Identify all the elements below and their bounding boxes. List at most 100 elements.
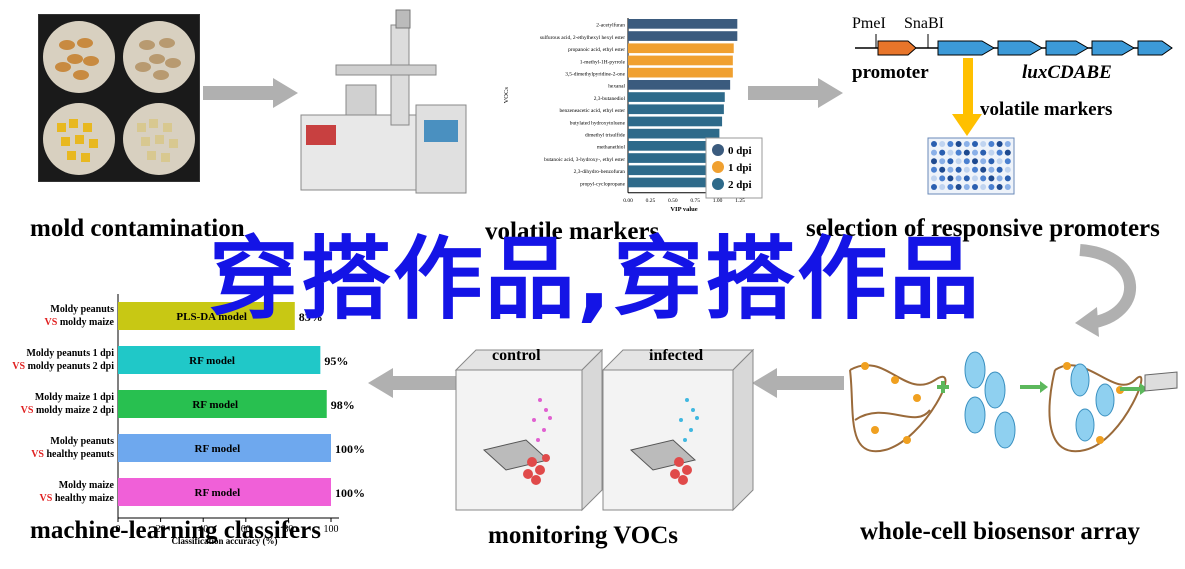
voc-category-label: butylated hydroxytoluene	[570, 120, 626, 126]
well	[972, 141, 978, 147]
clf-tick-label: 100	[324, 524, 339, 535]
well	[972, 184, 978, 190]
clf-value-label: 98%	[331, 398, 355, 412]
clf-category-line1: Moldy maize 1 dpi	[35, 392, 114, 403]
voc-bar	[628, 116, 723, 127]
clf-xlabel: Classification accuracy (%)	[172, 536, 278, 546]
clf-category-line2: VS healthy maize	[40, 493, 115, 504]
well	[980, 175, 987, 182]
clf-model-label: RF model	[195, 443, 241, 455]
luxcdabe-label: luxCDABE	[1022, 62, 1112, 83]
well	[972, 158, 978, 165]
well	[972, 166, 978, 173]
well	[963, 158, 970, 165]
clf-tick-label: 80	[283, 524, 293, 535]
well	[972, 175, 978, 182]
clf-value-label: 100%	[335, 442, 365, 456]
voc-legend-label: 0 dpi	[728, 145, 752, 157]
well	[947, 149, 954, 156]
well	[988, 184, 995, 190]
clf-category-line1: Moldy peanuts 1 dpi	[26, 348, 114, 359]
clf-bar	[118, 346, 321, 374]
clf-model-label: RF model	[195, 487, 241, 499]
clf-model-label: RF model	[192, 399, 238, 411]
clf-bar	[118, 434, 331, 462]
voc-tick-label: 0.25	[646, 198, 656, 204]
well	[955, 158, 962, 165]
well	[963, 149, 970, 156]
petri-dish-illustration	[43, 21, 195, 175]
well	[931, 158, 937, 165]
snabi-label: SnaBI	[904, 15, 944, 32]
well	[1004, 184, 1011, 190]
well	[947, 184, 954, 190]
voc-category-label: methanethiol	[597, 145, 626, 151]
well	[963, 184, 970, 190]
voc-bar	[628, 177, 710, 188]
well	[931, 166, 937, 173]
clf-value-label: 100%	[335, 486, 365, 500]
well	[931, 149, 937, 156]
well	[939, 166, 946, 173]
well	[996, 175, 1003, 182]
well	[939, 141, 946, 147]
well-plate-icon	[927, 137, 1015, 195]
well	[988, 141, 995, 147]
voc-legend-swatch	[712, 144, 724, 156]
well	[972, 149, 978, 156]
voc-category-label: propyl-cyclopropane	[580, 181, 626, 187]
curved-arrow-down	[1075, 244, 1136, 337]
well	[996, 166, 1003, 173]
well	[980, 149, 987, 156]
well	[1004, 149, 1011, 156]
voc-legend-label: 2 dpi	[728, 179, 752, 191]
well	[947, 175, 954, 182]
infected-chamber: infected	[601, 347, 755, 512]
well	[1004, 141, 1011, 147]
voc-legend-label: 1 dpi	[728, 162, 752, 174]
voc-category-label: 1-methyl-1H-pyrrole	[580, 59, 626, 65]
voc-bar	[628, 43, 734, 54]
voc-tick-label: 0.75	[690, 198, 700, 204]
clf-tick-label: 40	[198, 524, 208, 535]
clf-model-label: PLS-DA model	[176, 311, 247, 323]
voc-tick-label: 0.50	[668, 198, 678, 204]
voc-tick-label: 1.25	[735, 198, 745, 204]
well	[996, 141, 1003, 147]
voc-bar	[628, 67, 733, 78]
voc-bar	[628, 55, 733, 66]
biosensor-network-illustration	[849, 351, 1178, 453]
well	[931, 141, 937, 147]
voc-bar	[628, 141, 716, 151]
voc-category-label: sulfurous acid, 2-ethylhexyl hexyl ester	[540, 34, 625, 41]
caption-volatile-markers: volatile markers	[485, 218, 660, 245]
well	[939, 175, 946, 182]
clf-category-line2: VS healthy peanuts	[31, 449, 114, 460]
gc-ms-instrument	[300, 9, 467, 194]
voc-bar	[628, 92, 725, 102]
well	[963, 166, 970, 173]
clf-value-label: 95%	[324, 354, 348, 368]
voc-category-label: dimethyl trisulfide	[585, 132, 626, 139]
clf-category-line2: VS moldy maize	[45, 317, 115, 328]
pmei-label: PmeI	[852, 15, 886, 32]
arrow-left-1	[368, 368, 460, 398]
voc-bar	[628, 31, 738, 41]
voc-bar	[628, 80, 731, 90]
voc-category-label: propanoic acid, ethyl ester	[568, 47, 625, 53]
volatile-markers-right-label: volatile markers	[980, 99, 1112, 120]
voc-tick-label: 0.00	[623, 198, 633, 204]
well	[939, 149, 946, 156]
well	[988, 175, 995, 182]
clf-bar	[118, 390, 327, 418]
voc-category-label: benzeneacetic acid, ethyl ester	[559, 108, 625, 114]
clf-category-line2: VS moldy maize 2 dpi	[21, 405, 115, 416]
caption-monitoring-vocs: monitoring VOCs	[488, 522, 679, 549]
well	[996, 149, 1003, 156]
promoter-construct-diagram: PmeI SnaBI promoter luxCDABE volatile ma…	[852, 15, 1173, 120]
voc-category-label: hexanal	[608, 84, 625, 90]
caption-machine-learning: machine-learning classifers	[30, 517, 321, 544]
well	[939, 158, 946, 165]
well	[963, 141, 970, 147]
